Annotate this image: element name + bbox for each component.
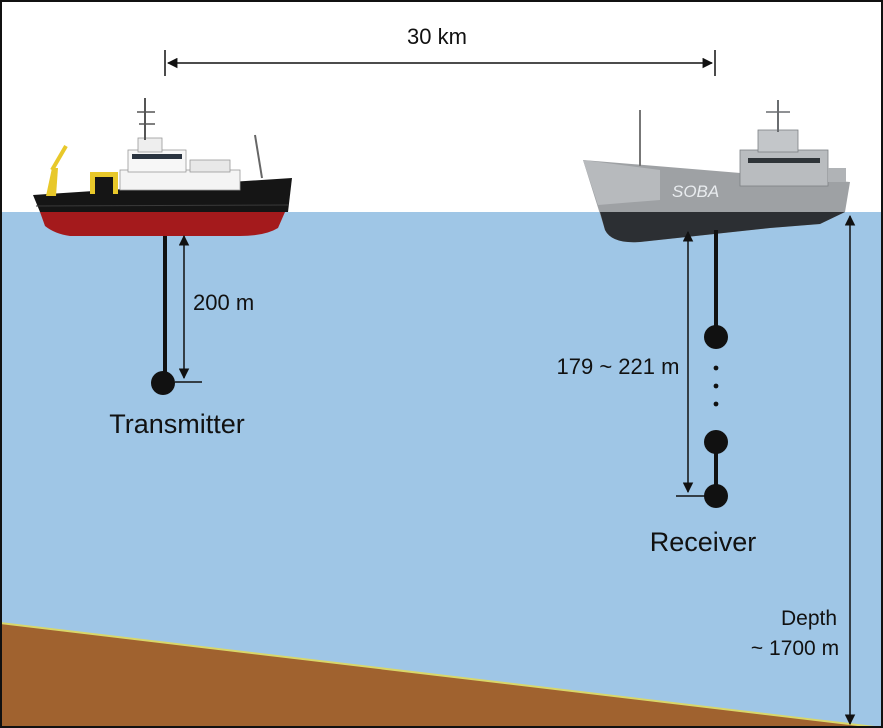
distance-label: 30 km [407, 24, 467, 49]
receiver-label: Receiver [650, 527, 757, 557]
receiver-depth-label: 179 ~ 221 m [557, 354, 680, 379]
receiver-ship-stern-house [828, 168, 846, 182]
transmitter-ship-deck-house [119, 169, 241, 191]
transmitter-ship [33, 98, 292, 236]
seabed-edge [0, 622, 883, 728]
receiver-node-bottom [704, 484, 728, 508]
transmitter-ship-crane-gap [95, 177, 113, 194]
receiver-ellipsis-dot-2 [713, 383, 719, 389]
transmitter-ship-hull-line [35, 204, 289, 207]
receiver-ellipsis-dot-1 [713, 365, 719, 371]
receiver-ship-hull-text: SOBA [672, 182, 719, 201]
transmitter-ship-aft-house [189, 159, 231, 173]
transmitter-ship-windows [132, 154, 182, 159]
receiver-ship: SOBA [583, 100, 850, 243]
water-depth-label-line2: ~ 1700 m [751, 637, 839, 660]
transmitter-ship-crane-arm [50, 144, 68, 172]
receiver-ship-bow [583, 160, 660, 205]
transmitter-label: Transmitter [109, 409, 245, 439]
transmitter-ship-lower-hull [40, 212, 285, 236]
receiver-ship-lower-hull [600, 212, 845, 243]
receiver-ship-bridge [757, 129, 799, 153]
transmitter-ship-top-deck [137, 137, 163, 153]
receiver-node-top [704, 325, 728, 349]
water-depth-label-line1: Depth [781, 607, 837, 630]
transmitter-ship-aft-mast [254, 134, 263, 179]
receiver-node-middle [704, 430, 728, 454]
receiver-ship-deck-house [739, 149, 829, 187]
transmitter-node [151, 371, 175, 395]
transmitter-ship-bridge [127, 149, 187, 173]
transmitter-ship-crane-base [46, 168, 58, 196]
receiver-ellipsis-dot-3 [713, 401, 719, 407]
transmitter-depth-label: 200 m [193, 290, 254, 315]
receiver-ship-windows [748, 158, 820, 163]
